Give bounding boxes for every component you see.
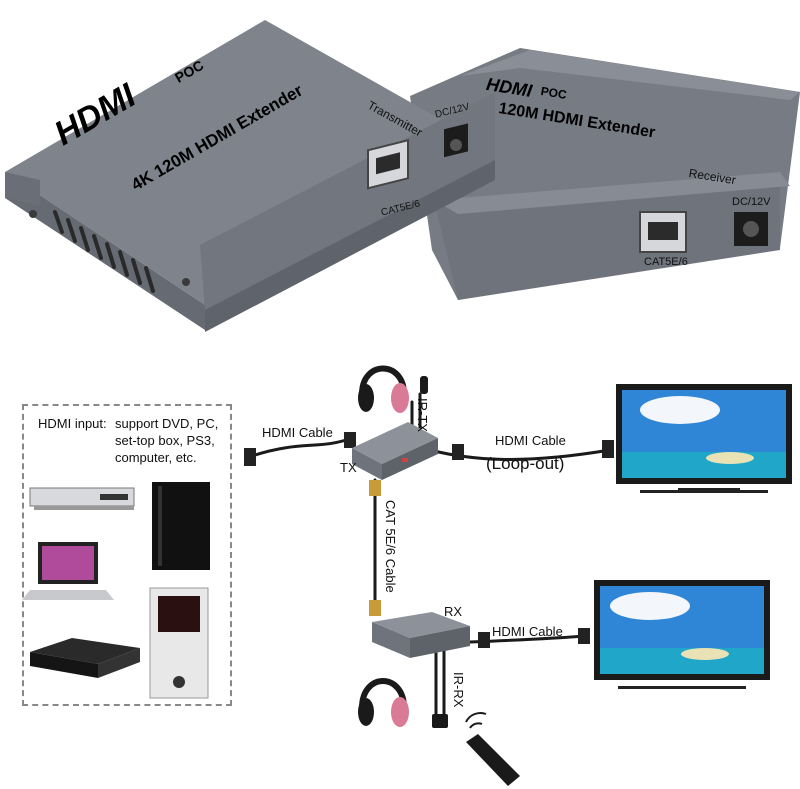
- hdmi-plug-icon: [244, 448, 256, 466]
- rx-dc-label: DC/12V: [732, 196, 771, 208]
- remote-control-icon: [465, 711, 520, 786]
- hdmi-plug-icon: [578, 628, 590, 644]
- tx-device-icon: [352, 422, 438, 480]
- source-devices-box: [22, 404, 232, 706]
- headphones-icon: [358, 678, 409, 727]
- rx-cat-label: CAT5E/6: [644, 256, 688, 268]
- ir-rx-label: IR-RX: [451, 672, 466, 708]
- source-desc-3: computer, etc.: [115, 450, 197, 465]
- microphone-icon: [420, 376, 428, 394]
- ps3-console-icon: [152, 482, 210, 570]
- rx-dc-jack: [734, 212, 768, 246]
- hdmi-cable-in-label: HDMI Cable: [262, 425, 333, 440]
- rj45-plug-icon: [369, 480, 381, 496]
- rx-rj45-port: [639, 211, 687, 253]
- source-desc-1: support DVD, PC,: [115, 416, 219, 431]
- set-top-box-icon: [30, 638, 140, 678]
- cat-cable-label: CAT 5E/6 Cable: [383, 500, 398, 593]
- tv-bottom-icon: [594, 580, 770, 689]
- product-photo: [5, 20, 800, 332]
- source-desc-2: set-top box, PS3,: [115, 433, 215, 448]
- hdmi-plug-icon: [478, 632, 490, 648]
- tx-label: TX: [340, 460, 357, 475]
- rj45-plug-icon: [369, 600, 381, 616]
- laptop-icon: [22, 542, 114, 600]
- rx-device-icon: [372, 612, 470, 658]
- tx-dc-jack: [444, 123, 468, 158]
- receiver-box: [410, 48, 800, 300]
- tx-rj45-port: [367, 139, 409, 190]
- source-title: HDMI input:: [38, 416, 107, 431]
- transmitter-box: [5, 20, 495, 332]
- dvd-player-icon: [29, 487, 135, 510]
- vent-slots: [53, 210, 155, 293]
- hdmi-plug-icon: [602, 440, 614, 458]
- screw-icon: [29, 210, 37, 218]
- connection-diagram: [22, 365, 792, 786]
- hdmi-plug-icon: [452, 444, 464, 460]
- headphones-icon: [358, 365, 409, 413]
- hdmi-plug-icon: [344, 432, 356, 448]
- ir-receiver-icon: [432, 714, 448, 728]
- screw-icon: [182, 278, 190, 286]
- loop-out-label: (Loop-out): [486, 454, 565, 473]
- rx-label: RX: [444, 604, 463, 619]
- tv-top-icon: [616, 384, 792, 493]
- desktop-computer-icon: [149, 587, 209, 699]
- hdmi-cable-out-label: HDMI Cable: [492, 624, 563, 639]
- hdmi-cable-loop-label: HDMI Cable: [495, 433, 566, 448]
- ir-tx-label: IR-TX: [415, 398, 430, 432]
